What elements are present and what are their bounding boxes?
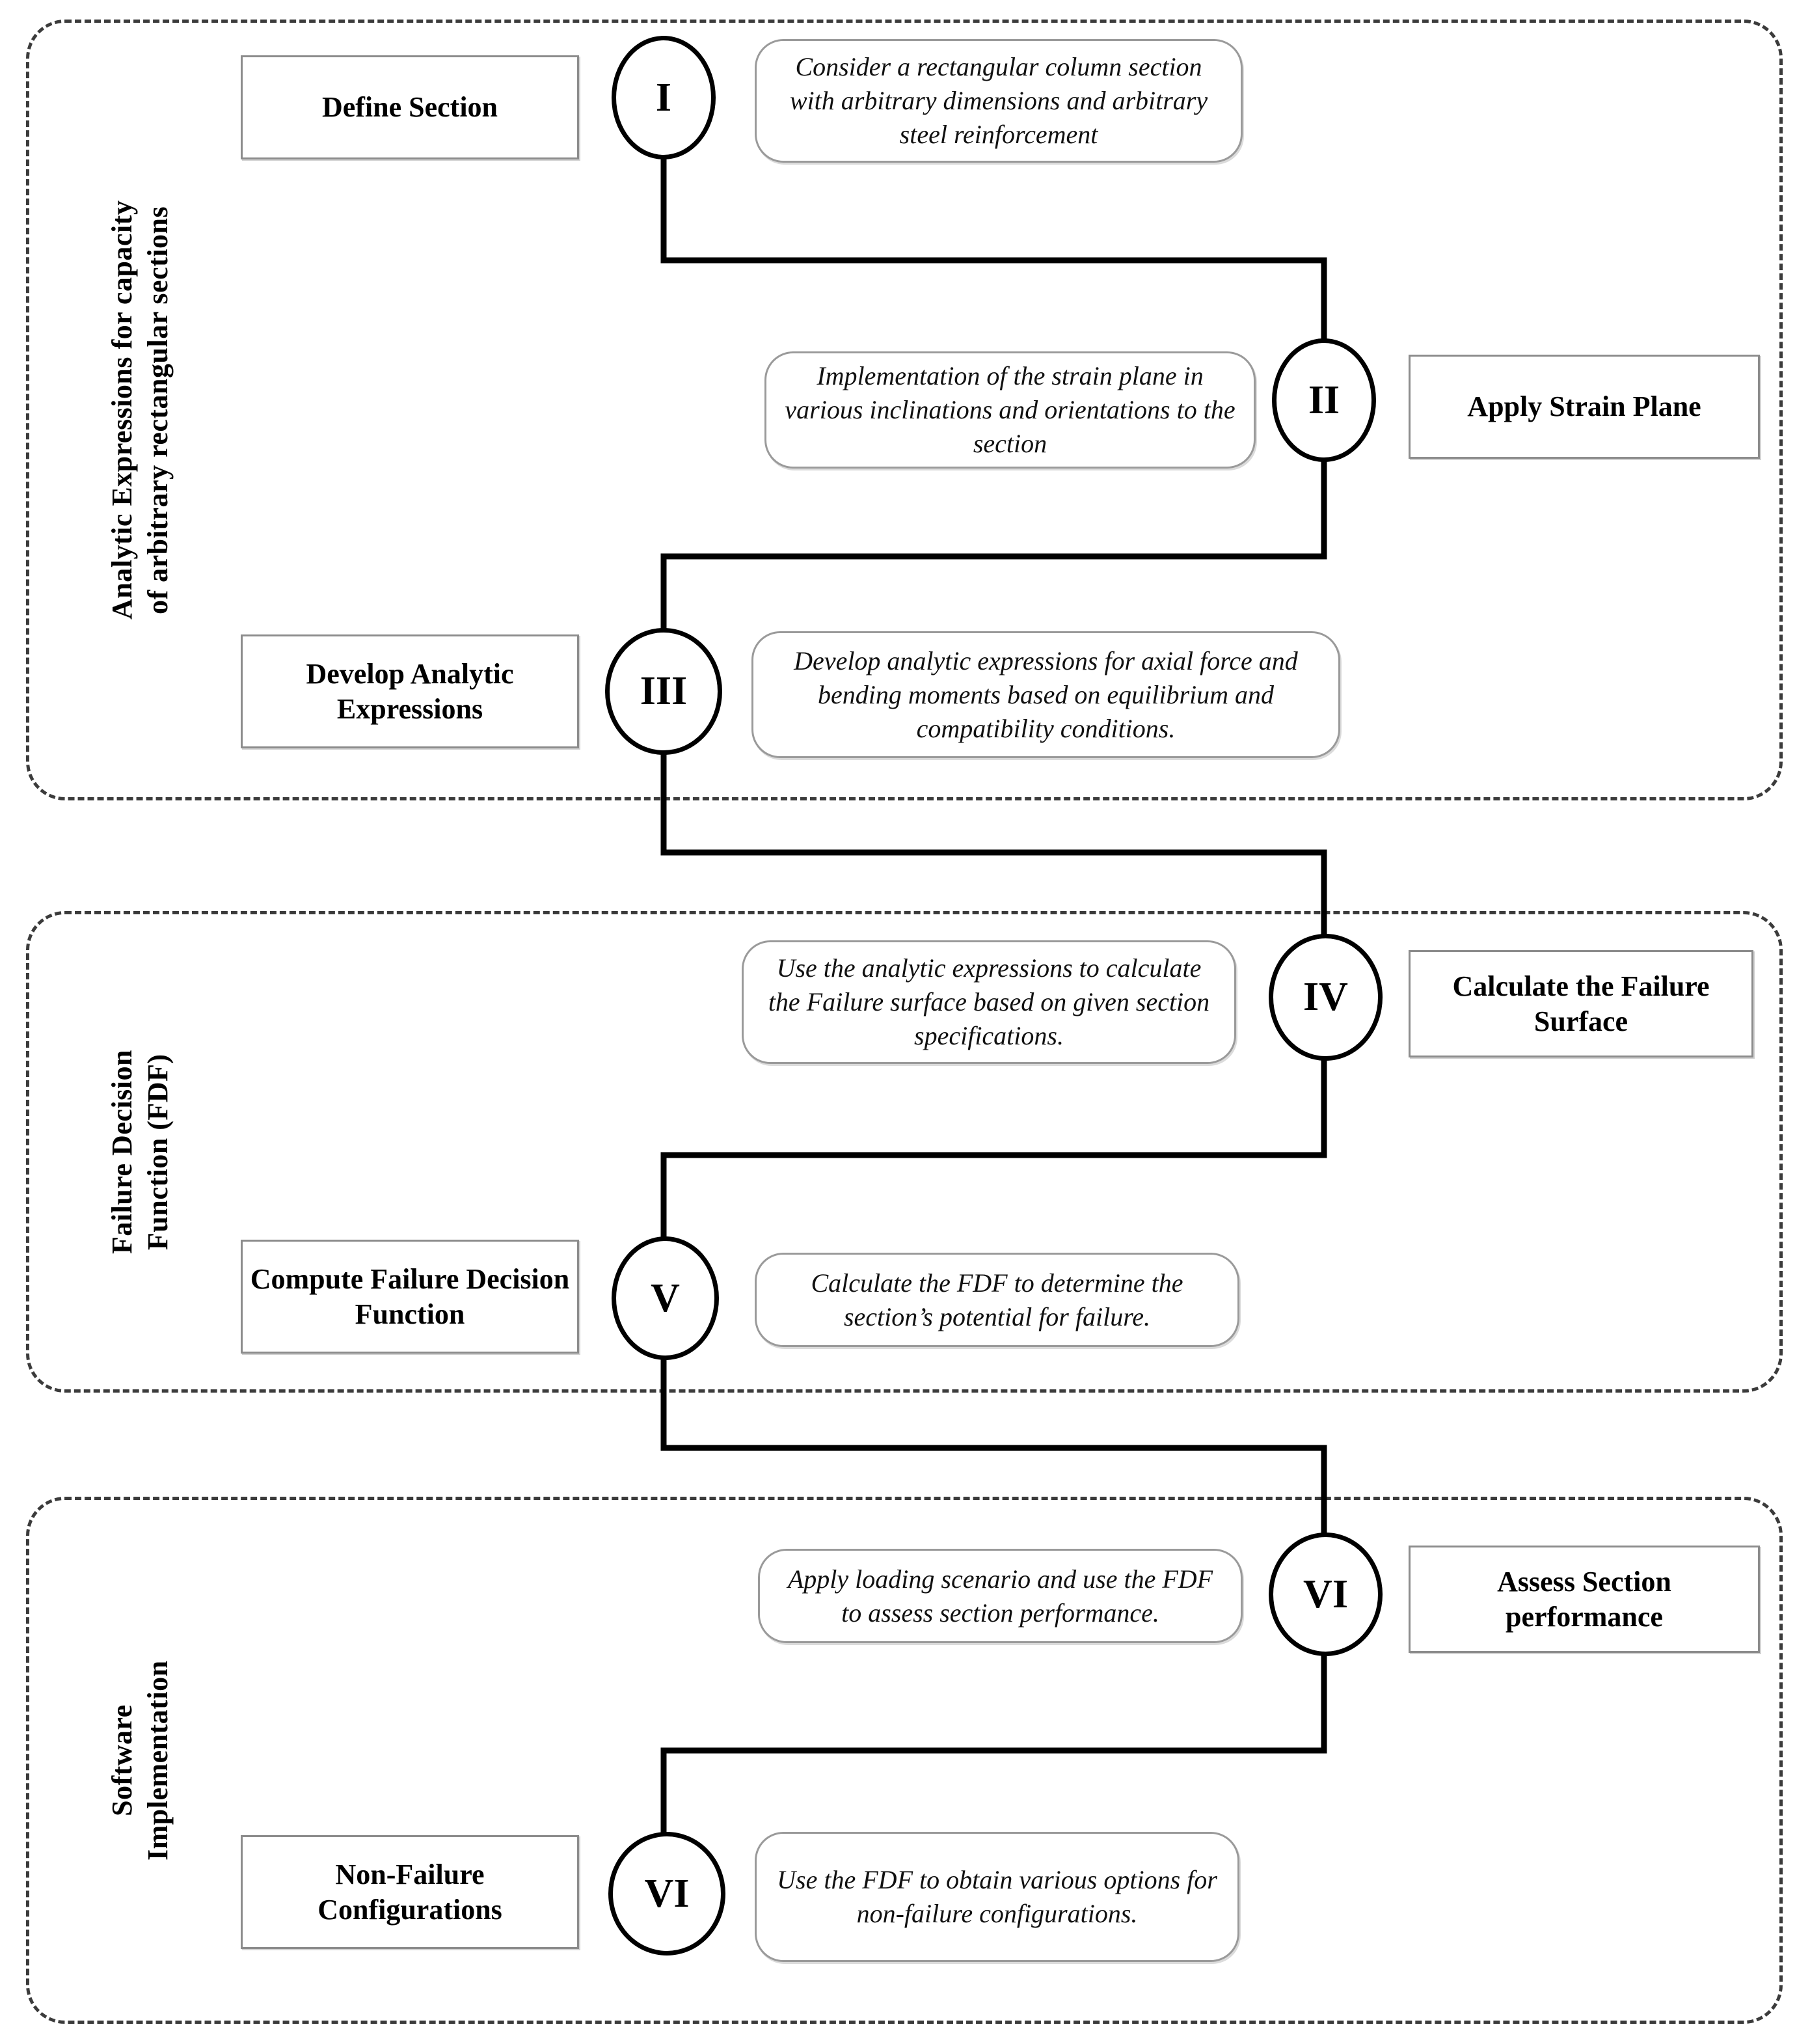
step-callout-iv: Use the analytic expressions to calculat… xyxy=(742,940,1236,1064)
step-box-apply-strain-plane[interactable]: Apply Strain Plane xyxy=(1409,355,1760,459)
step-numeral-vi-assess: VI xyxy=(1269,1533,1383,1656)
step-callout-vi-assess: Apply loading scenario and use the FDF t… xyxy=(758,1549,1243,1643)
group-label-analytic: Analytic Expressions for capacity of arb… xyxy=(106,200,174,620)
step-numeral-iv: IV xyxy=(1269,934,1383,1061)
step-box-develop-analytic-expressions[interactable]: Develop Analytic Expressions xyxy=(241,634,579,748)
group-label-software: Software Implementation xyxy=(106,1660,174,1860)
step-callout-iii: Develop analytic expressions for axial f… xyxy=(751,631,1340,758)
group-label-fdf: Failure Decision Function (FDF) xyxy=(106,1050,174,1254)
step-callout-i: Consider a rectangular column section wi… xyxy=(755,39,1243,163)
step-numeral-i: I xyxy=(612,36,716,159)
step-numeral-ii: II xyxy=(1272,338,1376,462)
step-numeral-v: V xyxy=(612,1236,719,1360)
step-callout-v: Calculate the FDF to determine the secti… xyxy=(755,1253,1239,1347)
step-box-compute-failure-decision-function[interactable]: Compute Failure Decision Function xyxy=(241,1240,579,1354)
step-numeral-iii: III xyxy=(605,628,722,755)
step-box-assess-section-performance[interactable]: Assess Section performance xyxy=(1409,1546,1760,1653)
step-box-define-section[interactable]: Define Section xyxy=(241,55,579,159)
step-callout-vi-nonfailure: Use the FDF to obtain various options fo… xyxy=(755,1832,1239,1962)
step-numeral-vi-nonfailure: VI xyxy=(608,1832,725,1955)
step-box-non-failure-configurations[interactable]: Non-Failure Configurations xyxy=(241,1835,579,1949)
step-box-calculate-failure-surface[interactable]: Calculate the Failure Surface xyxy=(1409,950,1753,1057)
step-callout-ii: Implementation of the strain plane in va… xyxy=(764,351,1256,469)
